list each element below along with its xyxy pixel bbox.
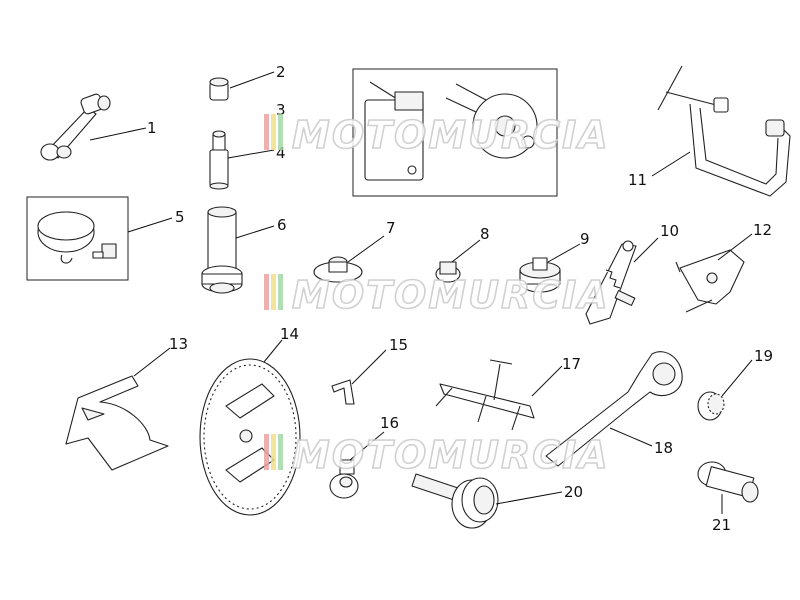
part-number-8: 8: [480, 225, 490, 243]
watermark-top: MOTOMURCIA: [264, 112, 610, 158]
part-21-drawing: [697, 461, 759, 503]
part-19-drawing: [697, 391, 725, 421]
part-2-drawing: [209, 77, 229, 101]
part-5-drawing: [37, 211, 117, 264]
part-number-5: 5: [175, 208, 185, 226]
part-7-drawing: [313, 256, 363, 283]
part-number-2: 2: [276, 63, 286, 81]
watermark-stripe-green: [278, 434, 283, 470]
part-number-17: 17: [562, 355, 581, 373]
part-number-19: 19: [754, 347, 773, 365]
part-number-16: 16: [380, 414, 399, 432]
watermark-text-middle: MOTOMURCIA: [292, 273, 610, 317]
part-number-11: 11: [628, 171, 647, 189]
watermark-text-bottom: MOTOMURCIA: [292, 433, 610, 477]
watermark-bottom: MOTOMURCIA: [264, 432, 610, 478]
part-15-drawing: [331, 379, 355, 405]
watermark-stripe-yellow: [271, 274, 276, 310]
boxed-puller-drawing: [364, 81, 538, 181]
part-number-7: 7: [386, 219, 396, 237]
part-16-drawing: [329, 459, 359, 499]
part-18-drawing: [545, 351, 683, 467]
part-9-drawing: [519, 257, 561, 293]
watermark-stripe-red: [264, 114, 269, 150]
part-14-drawing: [199, 358, 301, 516]
part-10-drawing: [585, 240, 637, 325]
part-1-drawing: [40, 93, 111, 161]
part-number-9: 9: [580, 230, 590, 248]
part-number-15: 15: [389, 336, 408, 354]
watermark-middle: MOTOMURCIA: [264, 272, 610, 318]
part-number-6: 6: [277, 216, 287, 234]
watermark-stripe-green: [278, 274, 283, 310]
part-3-4-drawing: [209, 130, 229, 190]
part-number-21: 21: [712, 516, 731, 534]
part-number-13: 13: [169, 335, 188, 353]
watermark-stripe-yellow: [271, 114, 276, 150]
part-number-4: 4: [276, 144, 286, 162]
part-20-drawing: [411, 473, 499, 529]
part-12-drawing: [675, 249, 745, 313]
watermark-stripe-green: [278, 114, 283, 150]
part-number-14: 14: [280, 325, 299, 343]
part-number-18: 18: [654, 439, 673, 457]
part-number-3: 3: [276, 101, 286, 119]
watermark-stripe-red: [264, 434, 269, 470]
tool-group-box: [352, 68, 558, 197]
part-11-drawing: [657, 65, 791, 197]
part-17-drawing: [435, 359, 535, 431]
part-6-drawing: [201, 206, 243, 294]
part-number-10: 10: [660, 222, 679, 240]
watermark-text-top: MOTOMURCIA: [292, 113, 610, 157]
watermark-stripe-red: [264, 274, 269, 310]
watermark-stripe-yellow: [271, 434, 276, 470]
part-8-drawing: [435, 261, 461, 283]
part-number-20: 20: [564, 483, 583, 501]
part-number-1: 1: [147, 119, 157, 137]
part-13-drawing: [65, 375, 169, 471]
part-number-12: 12: [753, 221, 772, 239]
part-5-box: [26, 196, 129, 281]
